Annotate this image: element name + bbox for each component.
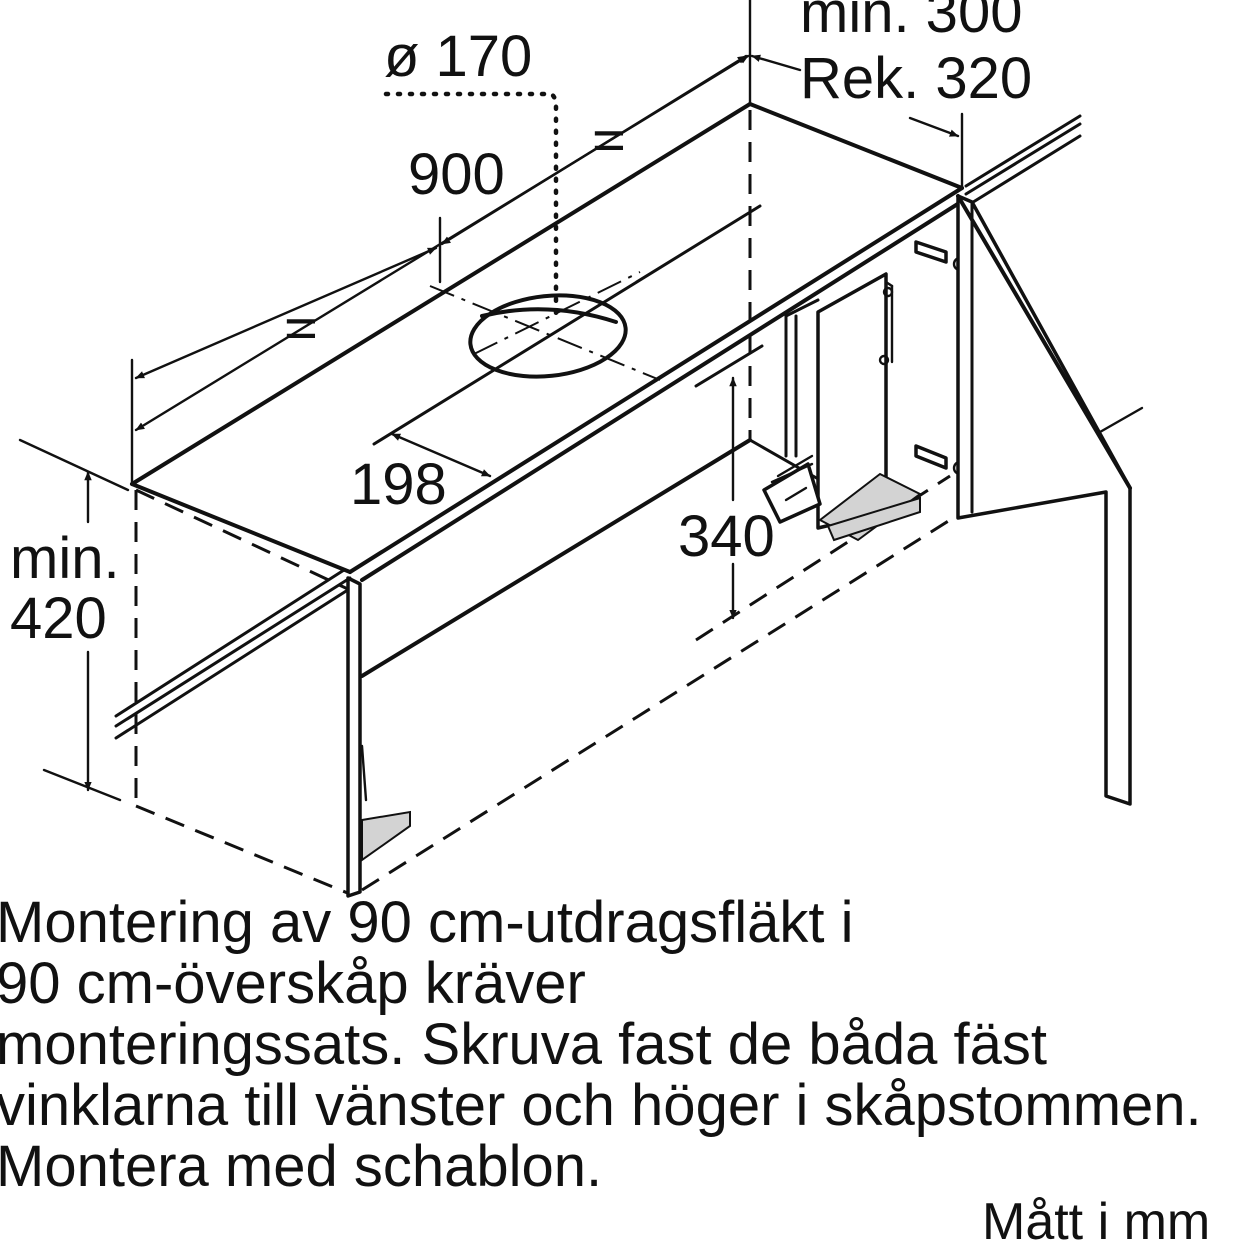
label-height-420: 420 [10, 586, 107, 651]
caption-line: vinklarna till vänster och höger i skåps… [0, 1073, 1202, 1138]
label-inner-340: 340 [678, 504, 775, 569]
units-note: Mått i mm [982, 1193, 1211, 1251]
label-depth-min: min. 300 [800, 0, 1022, 45]
label-equal-left: = [284, 296, 318, 361]
instruction-caption: Montering av 90 cm-utdragsfläkt i 90 cm-… [0, 892, 1240, 1197]
dimension-depth [750, 54, 964, 188]
dimension-equal-right [438, 54, 748, 284]
caption-line: Montering av 90 cm-utdragsfläkt i [0, 890, 854, 955]
label-depth-rec: Rek. 320 [800, 46, 1032, 111]
dimension-420 [18, 438, 130, 802]
label-height-min: min. [10, 526, 120, 591]
label-duct-diameter: ø 170 [384, 24, 532, 89]
label-offset-198: 198 [350, 452, 447, 517]
label-equal-right: = [592, 108, 626, 173]
dimension-198 [390, 432, 492, 478]
caption-line: Montera med schablon. [0, 1134, 603, 1199]
left-side-panel [346, 576, 362, 898]
label-cabinet-width: 900 [408, 142, 505, 207]
wall-rail-right [964, 114, 1144, 434]
cabinet-hidden-outline [134, 110, 951, 896]
caption-line: monteringssats. Skruva fast de båda fäst [0, 1012, 1047, 1077]
caption-line: 90 cm-överskåp kräver [0, 951, 586, 1016]
mounting-bracket [360, 272, 922, 862]
wall-rail-left [114, 568, 356, 740]
open-door [956, 194, 1132, 806]
dimension-equal-left [134, 246, 438, 380]
